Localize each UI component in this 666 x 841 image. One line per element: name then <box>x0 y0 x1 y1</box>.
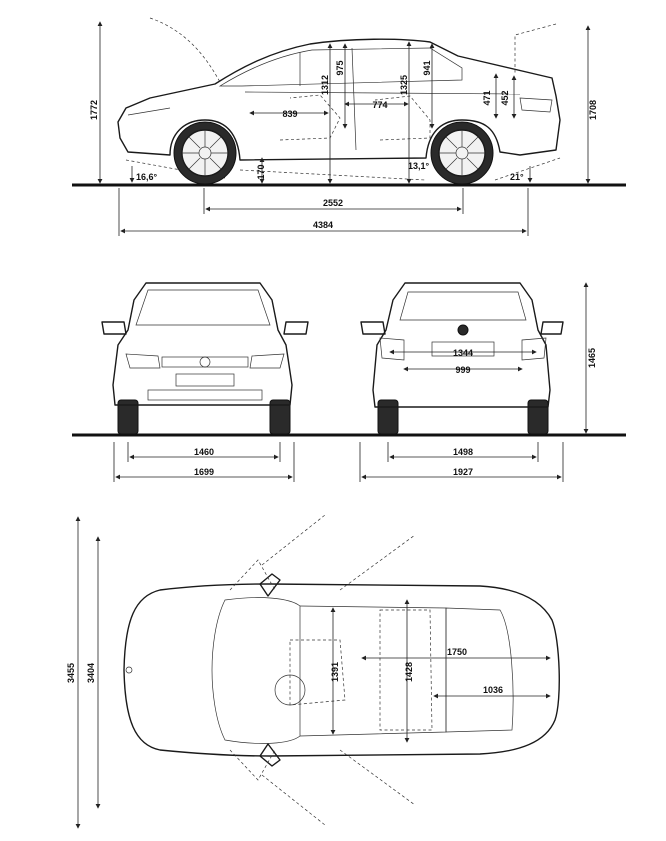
top-body-outline <box>123 583 560 757</box>
front-headlight-right <box>249 353 285 369</box>
rear-view <box>360 282 564 435</box>
side-trunk-swing <box>514 23 557 75</box>
dim-label-1498: 1498 <box>453 447 473 457</box>
dim-label-1036: 1036 <box>483 685 503 695</box>
dim-label-170: 170 <box>256 164 266 179</box>
top-front-badge <box>125 666 133 674</box>
rear-mirror-left <box>360 321 386 335</box>
front-body-outline <box>112 282 293 406</box>
rear-badge <box>457 324 469 336</box>
side-front-wheel <box>173 121 237 185</box>
top-view: 3455 3404 1391 1428 1750 1036 <box>66 514 560 829</box>
dim-label-4384: 4384 <box>313 220 333 230</box>
dim-label-471: 471 <box>482 90 492 105</box>
side-taillight <box>519 97 553 113</box>
dim-label-1927: 1927 <box>453 467 473 477</box>
front-mirror-right <box>283 321 309 335</box>
top-door-swing-rear-left <box>339 534 416 591</box>
dim-label-1708: 1708 <box>588 100 598 120</box>
top-rear-seat <box>379 609 433 731</box>
dim-label-1428: 1428 <box>404 662 414 682</box>
dim-label-2552: 2552 <box>323 198 343 208</box>
dim-label-departure-angle: 21° <box>510 172 524 182</box>
dim-label-1460: 1460 <box>194 447 214 457</box>
side-hood-swing <box>149 17 221 83</box>
dim-label-975: 975 <box>335 60 345 75</box>
top-door-swing-front-right <box>229 749 326 826</box>
front-plate <box>175 373 235 387</box>
dim-label-1344: 1344 <box>453 348 473 358</box>
top-mirror-left <box>259 573 281 597</box>
front-grille <box>161 356 249 368</box>
dim-label-1750: 1750 <box>447 647 467 657</box>
rear-window <box>399 291 527 321</box>
dim-label-839: 839 <box>282 109 297 119</box>
dim-label-1465: 1465 <box>587 348 597 368</box>
top-roof <box>299 605 447 737</box>
dim-label-1391: 1391 <box>330 662 340 682</box>
front-view <box>101 282 309 435</box>
side-rear-wheel <box>430 121 494 185</box>
top-steering-wheel <box>274 674 306 706</box>
dim-label-1772: 1772 <box>89 100 99 120</box>
rear-body-outline <box>372 282 551 408</box>
top-mirror-right <box>259 743 281 767</box>
dim-label-1325: 1325 <box>399 75 409 95</box>
side-departure-line <box>494 157 561 181</box>
dim-label-3404: 3404 <box>86 663 96 683</box>
top-door-swing-front-left <box>229 514 326 591</box>
top-rear-window <box>445 607 514 733</box>
front-rear-view: 1344 999 1465 1460 1699 1498 1927 <box>72 282 626 482</box>
dim-label-452: 452 <box>500 90 510 105</box>
side-ramp-line <box>239 169 426 181</box>
side-headlight <box>127 107 171 116</box>
rear-mirror-right <box>540 321 564 335</box>
side-window-outline <box>218 47 463 87</box>
dim-label-1699: 1699 <box>194 467 214 477</box>
dim-label-ramp-angle: 13,1° <box>408 161 430 171</box>
front-badge <box>199 356 211 368</box>
top-windshield <box>211 597 301 744</box>
dim-label-approach-angle: 16,6° <box>136 172 158 182</box>
rear-plate <box>431 341 495 357</box>
rear-taillight-left <box>379 337 405 361</box>
side-b-pillar <box>351 47 357 151</box>
dim-label-999: 999 <box>455 365 470 375</box>
front-windshield <box>135 289 271 326</box>
side-belt-line <box>244 91 521 95</box>
rear-taillight-right <box>521 337 547 361</box>
top-front-seat <box>289 639 346 706</box>
top-door-swing-rear-right <box>339 749 416 806</box>
side-body-outline <box>117 38 561 161</box>
dim-label-1312: 1312 <box>320 75 330 95</box>
front-mirror-left <box>101 321 127 335</box>
side-view: 1772 1708 1312 975 1325 941 839 774 471 … <box>72 17 626 236</box>
dim-label-774: 774 <box>372 100 387 110</box>
side-front-seat <box>279 94 341 141</box>
dim-label-941: 941 <box>422 60 432 75</box>
front-headlight-left <box>125 353 161 369</box>
dim-label-3455: 3455 <box>66 663 76 683</box>
front-lower-intake <box>147 389 263 401</box>
